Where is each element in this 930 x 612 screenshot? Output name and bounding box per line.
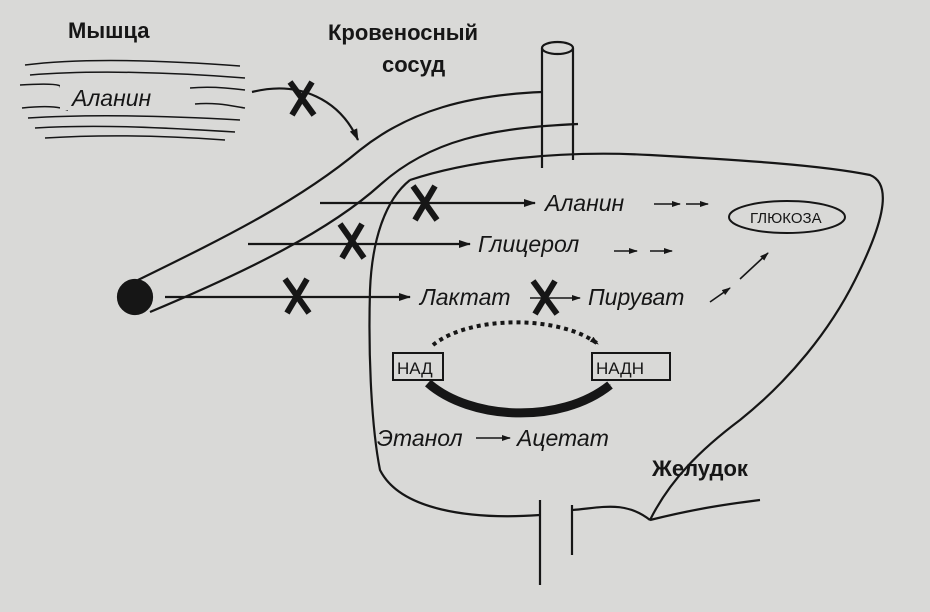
stomach-outline	[649, 498, 761, 522]
blood-vessel-label-line1: Кровеносный	[328, 20, 478, 45]
blood-vessel-label-line2: сосуд	[382, 52, 445, 77]
lactate-label: Лактат	[418, 284, 511, 310]
nadh-box	[591, 352, 671, 381]
block-x-icon	[410, 184, 440, 222]
glucose-ellipse	[728, 200, 846, 234]
nad-to-nadh-dotted-arrow	[431, 320, 600, 347]
block-x-icon	[282, 277, 312, 315]
nad-label: НАД	[397, 359, 433, 378]
nadh-label: НАДН	[596, 359, 644, 378]
liver-outline	[368, 152, 884, 521]
ethanol-label: Этанол	[377, 425, 463, 451]
glucose-label: ГЛЮКОЗА	[750, 210, 822, 227]
muscle-to-vessel-arrow	[251, 87, 360, 141]
dashed-arrows-to-glucose	[614, 201, 769, 303]
blood-vessel	[116, 90, 579, 316]
block-x-icon	[337, 222, 367, 260]
pyruvate-label: Пируват	[588, 284, 684, 310]
nad-to-nadh-thick-arrow	[425, 379, 613, 418]
block-x-icon	[530, 279, 560, 316]
muscle-label: Мышца	[68, 18, 150, 43]
stomach-label: Желудок	[651, 456, 749, 481]
nad-box	[392, 352, 444, 381]
muscle-alanine-label: Аланин	[70, 85, 152, 111]
alanine-label: Аланин	[543, 190, 625, 216]
muscle-fibers	[19, 59, 246, 141]
block-x-icon	[287, 80, 317, 117]
vena-cava	[538, 40, 575, 585]
acetate-label: Ацетат	[515, 425, 609, 451]
glycerol-label: Глицерол	[478, 231, 579, 257]
block-marks	[282, 80, 560, 316]
